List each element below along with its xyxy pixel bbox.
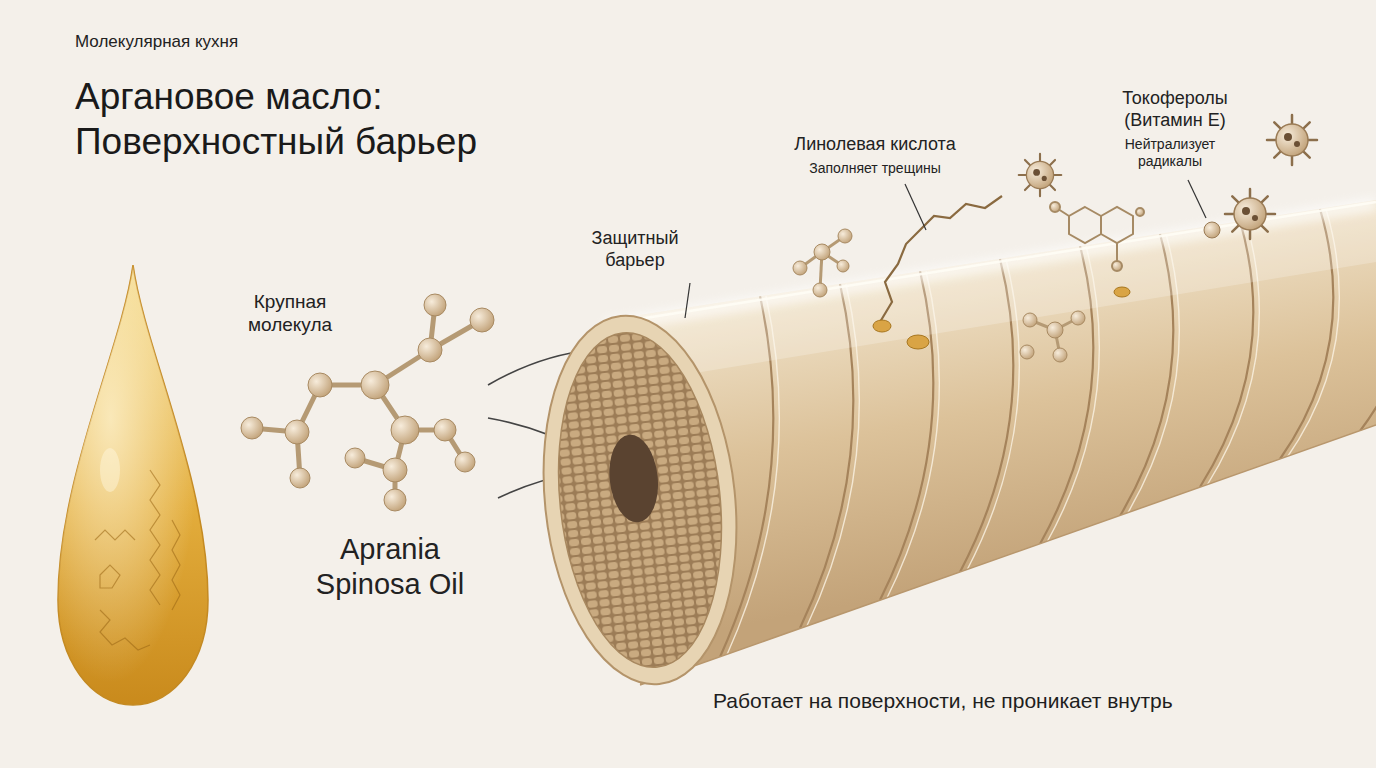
label-text: Токоферолы (Витамин E): [1100, 88, 1250, 132]
caption-block: Работает на поверхности, не проникает вн…: [713, 688, 1353, 714]
label-text: Крупная молекула: [220, 290, 360, 336]
title-block: Аргановое масло: Поверхностный барьер: [75, 74, 595, 164]
atom-cluster: [1020, 311, 1085, 362]
linoleic-acid: [873, 196, 1130, 349]
label-text: Линолевая кислота: [763, 134, 987, 156]
label-text: Защитный барьер: [580, 228, 690, 272]
part-label: Крупная молекула: [220, 290, 360, 336]
ingredient-name: Aprania Spinosa Oil: [285, 532, 495, 603]
label-text: Заполняет трещины: [770, 160, 980, 177]
label-text: Нейтрализует радикалы: [1110, 136, 1230, 170]
callout-title: Линолевая кислота: [763, 134, 987, 156]
tocopherol-molecule: [1050, 202, 1144, 271]
oil-drop: [58, 265, 208, 705]
free-radicals: [1019, 115, 1317, 239]
leader-lines: [685, 180, 1206, 318]
small-molecule: [793, 229, 852, 297]
callout-title: Токоферолы (Витамин E): [1100, 88, 1250, 132]
title: Аргановое масло: Поверхностный барьер: [75, 74, 595, 164]
label-text: Aprania Spinosa Oil: [285, 532, 495, 603]
caption: Работает на поверхности, не проникает вн…: [713, 688, 1353, 714]
callout-note: Заполняет трещины: [770, 160, 980, 177]
callout-note: Нейтрализует радикалы: [1110, 136, 1230, 170]
callout-title: Защитный барьер: [580, 228, 690, 272]
label-text: Молекулярная кухня: [75, 32, 395, 53]
section-tag: Молекулярная кухня: [75, 32, 395, 53]
hair-shaft: [526, 196, 1376, 694]
